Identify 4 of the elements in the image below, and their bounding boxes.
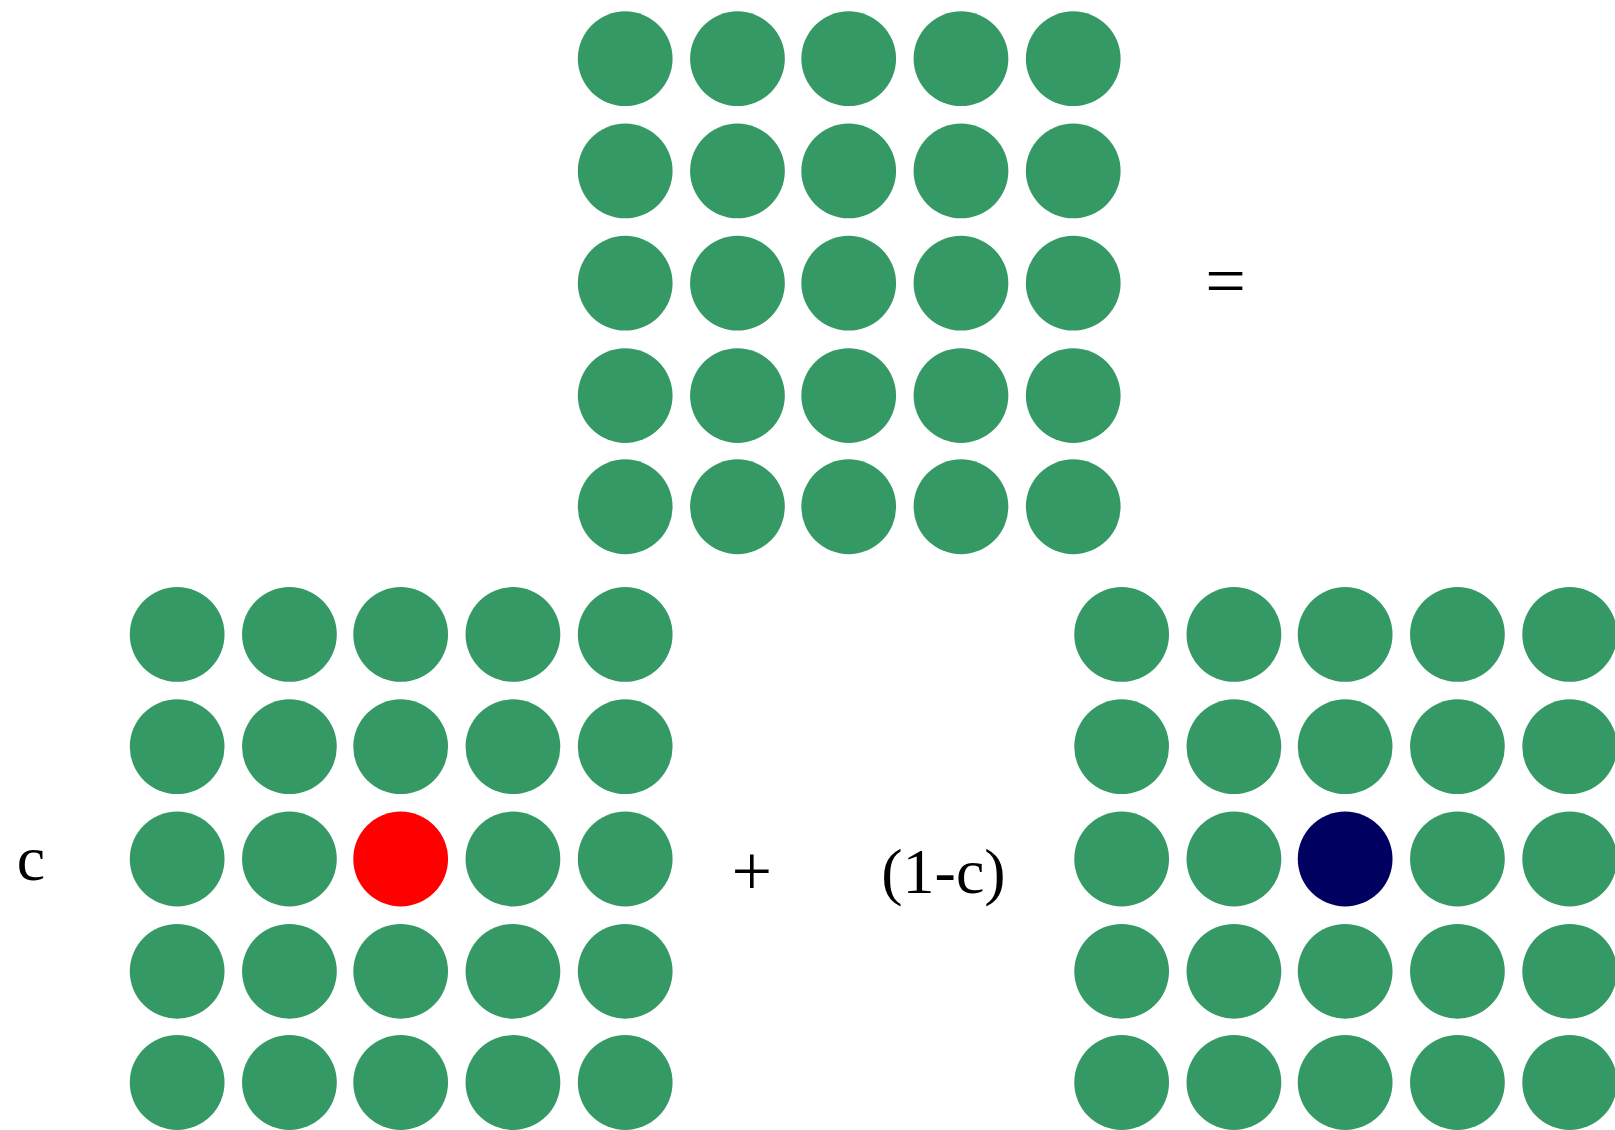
coefficient-text: c [16, 827, 46, 891]
coefficient-text: (1-c) [881, 840, 1006, 905]
equals-sign: = [1205, 245, 1246, 318]
plus-sign: + [731, 835, 773, 908]
